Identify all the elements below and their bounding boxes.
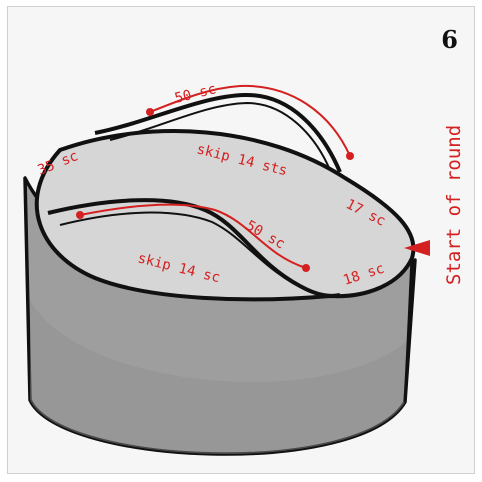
guide-dot-inner-start: [76, 211, 84, 219]
label-start-of-round: Start of round: [443, 125, 465, 285]
guide-dot-inner-end: [302, 264, 310, 272]
guide-dot-top-end: [346, 152, 354, 160]
guide-dot-top-start: [146, 108, 154, 116]
